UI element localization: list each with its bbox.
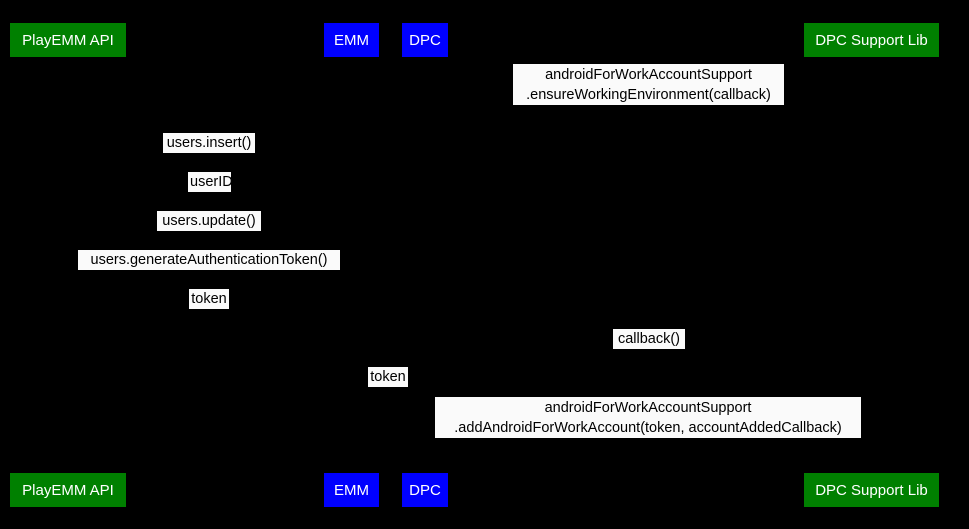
participant-emm-top[interactable]: EMM [324, 23, 379, 57]
message-users-update: users.update() [157, 211, 261, 231]
participant-label: EMM [334, 481, 369, 499]
lifeline-playemm-api [67, 57, 68, 473]
lifeline-emm [351, 57, 352, 473]
message-line-1: androidForWorkAccountSupport [545, 66, 752, 83]
participant-playemm-api-top[interactable]: PlayEMM API [10, 23, 126, 57]
message-users-insert: users.insert() [163, 133, 255, 153]
lifeline-dpc [424, 57, 425, 473]
arrow-users-generate-authentication-token [67, 270, 351, 271]
message-token-to-emm: token [189, 289, 229, 309]
message-token-to-dpc: token [368, 367, 408, 387]
participant-label: DPC Support Lib [815, 481, 928, 499]
arrow-user-id [67, 192, 351, 193]
message-callback: callback() [613, 329, 685, 349]
participant-dpc-bottom[interactable]: DPC [402, 473, 448, 507]
participant-label: EMM [334, 31, 369, 49]
arrow-add-android-for-work-account [424, 438, 871, 439]
message-add-android-for-work-account: androidForWorkAccountSupport .addAndroid… [435, 397, 861, 438]
arrow-users-insert [67, 153, 351, 154]
message-line-2: .addAndroidForWorkAccount(token, account… [454, 419, 842, 436]
arrow-users-update [67, 231, 351, 232]
participant-dpc-support-lib-bottom[interactable]: DPC Support Lib [804, 473, 939, 507]
participant-label: DPC [409, 481, 441, 499]
message-users-generate-authentication-token: users.generateAuthenticationToken() [78, 250, 340, 270]
participant-label: DPC [409, 31, 441, 49]
participant-emm-bottom[interactable]: EMM [324, 473, 379, 507]
message-line-1: androidForWorkAccountSupport [544, 399, 752, 416]
participant-label: PlayEMM API [22, 481, 114, 499]
participant-label: DPC Support Lib [815, 31, 928, 49]
lifeline-dpc-support-lib [871, 57, 872, 473]
arrow-callback [424, 349, 871, 350]
participant-dpc-support-lib-top[interactable]: DPC Support Lib [804, 23, 939, 57]
participant-label: PlayEMM API [22, 31, 114, 49]
arrow-token-to-dpc [351, 387, 424, 388]
arrow-ensure-working-environment [424, 105, 871, 106]
message-user-id: userID [188, 172, 233, 192]
message-ensure-working-environment: androidForWorkAccountSupport .ensureWork… [513, 64, 784, 105]
message-line-2: .ensureWorkingEnvironment(callback) [526, 86, 771, 103]
participant-playemm-api-bottom[interactable]: PlayEMM API [10, 473, 126, 507]
arrow-token-to-emm [67, 309, 351, 310]
participant-dpc-top[interactable]: DPC [402, 23, 448, 57]
